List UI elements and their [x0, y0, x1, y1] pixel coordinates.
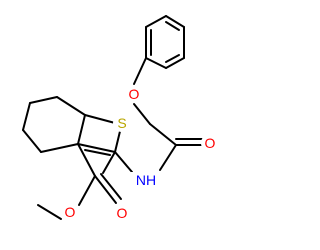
- sulfur-label: S: [117, 115, 126, 131]
- amide-oxygen-label: O: [205, 135, 216, 151]
- bond-phenyl-phenoxy-o: [133, 57, 147, 85]
- amide-oxygen-atom: O: [201, 134, 219, 152]
- cyclohexane-ring: [22, 96, 86, 153]
- bond-c3-ester-carbon: [77, 143, 96, 177]
- thiophene-ring: [77, 114, 123, 174]
- ester-carbonyl-oxygen-label: O: [117, 205, 128, 221]
- bonds: [22, 15, 203, 220]
- sulfur-atom: S: [113, 114, 131, 132]
- amide-nitrogen-label: NH: [136, 172, 156, 188]
- bond-ch2-carbonyl: [149, 123, 177, 146]
- bond-ester-carbon-ether-o: [78, 175, 96, 206]
- bond-n-c2: [114, 151, 133, 173]
- bond-ether-o-methyl: [37, 204, 62, 220]
- amide-nitrogen-atom: NH: [130, 172, 160, 188]
- phenyl-ring: [145, 15, 185, 69]
- ester-carbonyl-oxygen-atom: O: [113, 204, 131, 222]
- bond-carbonyl-n: [159, 144, 177, 171]
- phenoxy-oxygen-label: O: [129, 86, 140, 102]
- atom-labels: S O O NH O O: [61, 85, 219, 222]
- ester-ether-oxygen-label: O: [65, 204, 76, 220]
- chemical-structure-diagram: S O O NH O O: [22, 15, 219, 222]
- bond-ester-carbon-carbonyl-o: [94, 175, 117, 204]
- phenoxy-oxygen-atom: O: [125, 85, 143, 103]
- bond-phenoxy-o-ch2: [133, 103, 151, 125]
- bond-ester-carbon-carbonyl-o-2: [100, 173, 122, 200]
- ester-ether-oxygen-atom: O: [61, 203, 79, 221]
